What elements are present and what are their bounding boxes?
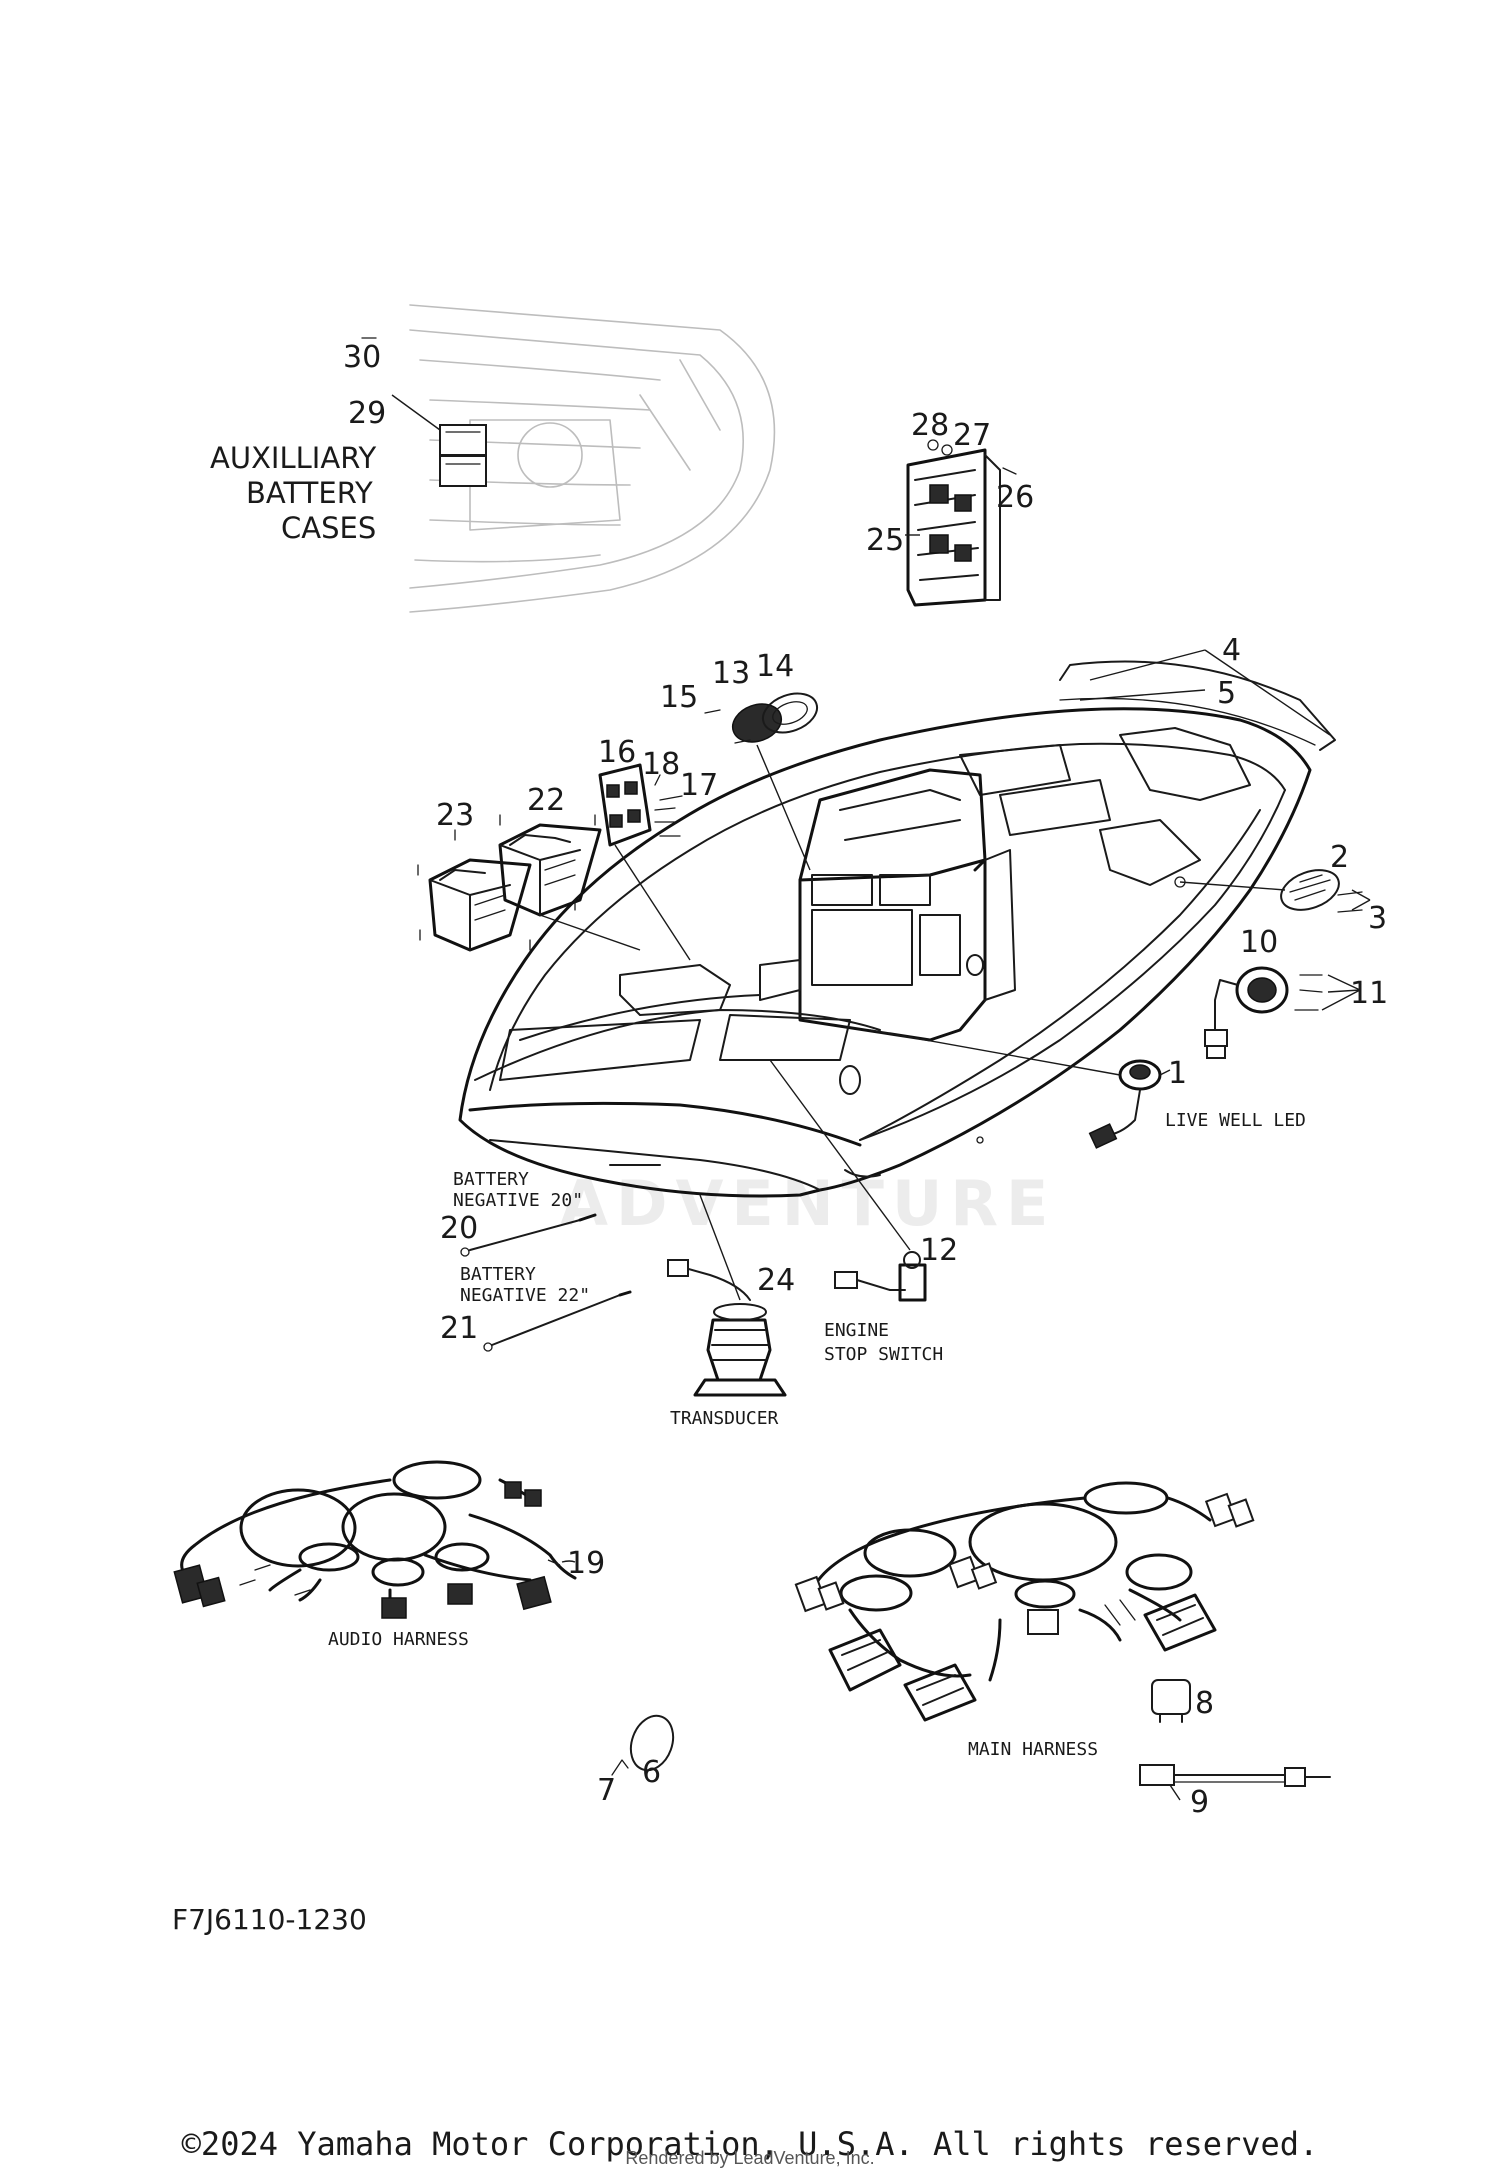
- callout-19: 19: [567, 1546, 605, 1581]
- clip-7: [611, 1759, 629, 1776]
- watermark: ADVENTURE: [560, 1167, 1056, 1240]
- caption-live-well: LIVE WELL LED: [1165, 1110, 1306, 1131]
- callout-6: 6: [642, 1755, 661, 1790]
- engine-stop-switch-12: [834, 1251, 927, 1302]
- tie-6: [629, 1714, 675, 1772]
- battery-22: [498, 823, 602, 917]
- screw-26: [1002, 467, 1017, 475]
- callout-21: 21: [440, 1311, 478, 1346]
- caption-aux-line3: CASES: [281, 511, 376, 545]
- callout-10: 10: [1240, 925, 1278, 960]
- main-harness: [794, 1481, 1255, 1722]
- washer-28: [927, 439, 939, 451]
- callout-9: 9: [1190, 1785, 1209, 1820]
- callout-5: 5: [1217, 676, 1236, 711]
- callout-2: 2: [1330, 840, 1349, 875]
- led-10: [1204, 966, 1289, 1059]
- callout-13: 13: [712, 656, 750, 691]
- caption-batt22-line2: NEGATIVE 22": [460, 1285, 590, 1306]
- screw-15a: [704, 709, 721, 714]
- copyright-notice: ©2024 Yamaha Motor Corporation, U.S.A. A…: [181, 2125, 1319, 2163]
- screw-11b: [1299, 989, 1323, 993]
- callout-15: 15: [660, 680, 698, 715]
- rail-5: [1059, 697, 1316, 746]
- caption-engine-line2: STOP SWITCH: [824, 1344, 943, 1365]
- callout-30: 30: [343, 340, 381, 375]
- callout-7: 7: [597, 1773, 616, 1808]
- callout-23: 23: [436, 798, 474, 833]
- callout-12: 12: [920, 1233, 958, 1268]
- caption-batt20-line1: BATTERY: [453, 1169, 529, 1190]
- callout-29: 29: [348, 396, 386, 431]
- caption-transducer: TRANSDUCER: [670, 1408, 779, 1429]
- caption-main-harness: MAIN HARNESS: [968, 1739, 1098, 1760]
- callout-16: 16: [598, 735, 636, 770]
- caption-batt22-line1: BATTERY: [460, 1264, 536, 1285]
- screw-15b: [734, 739, 751, 744]
- callout-18: 18: [642, 747, 680, 782]
- screw-3a: [1337, 891, 1363, 896]
- callout-4: 4: [1222, 633, 1241, 668]
- diagram-code: F7J6110-1230: [172, 1903, 367, 1936]
- caption-aux-line2: BATTERY: [246, 476, 373, 510]
- callout-25: 25: [866, 523, 904, 558]
- battery-negative-22: [483, 1290, 632, 1352]
- callout-26: 26: [996, 480, 1034, 515]
- callout-17: 17: [680, 768, 718, 803]
- aux-battery-inset: [409, 304, 776, 613]
- render-credit: Rendered by LeadVenture, Inc.: [625, 2148, 875, 2168]
- caption-aux-line1: AUXILLIARY: [210, 441, 376, 475]
- callout-28: 28: [911, 408, 949, 443]
- cable-9: [1139, 1764, 1331, 1787]
- cover-13: [731, 703, 783, 743]
- caption-batt20-line2: NEGATIVE 20": [453, 1190, 583, 1211]
- bracket-16: [598, 763, 652, 847]
- battery-negative-20: [460, 1213, 597, 1257]
- callout-24: 24: [757, 1263, 795, 1298]
- callout-8: 8: [1195, 1686, 1214, 1721]
- transducer-24: [667, 1259, 787, 1397]
- light-2: [1280, 869, 1340, 911]
- screw-18: [654, 774, 661, 786]
- ring-14: [761, 692, 819, 734]
- caption-audio-harness: AUDIO HARNESS: [328, 1629, 469, 1650]
- caption-engine-line1: ENGINE: [824, 1320, 889, 1341]
- nut-27: [941, 444, 953, 456]
- screw-3b: [1337, 909, 1363, 913]
- callout-1: 1: [1168, 1056, 1187, 1091]
- live-well-led-1: [1088, 1059, 1162, 1149]
- bracket-25: [906, 448, 1001, 607]
- callout-3: 3: [1368, 901, 1387, 936]
- callout-14: 14: [756, 649, 794, 684]
- rail-4: [1059, 660, 1336, 751]
- boat-hull: [458, 707, 1312, 1198]
- battery-23: [428, 858, 532, 952]
- aux-battery-case-lower: [439, 455, 487, 487]
- screw-17: [659, 795, 683, 801]
- callout-22: 22: [527, 783, 565, 818]
- aux-battery-case-upper: [439, 424, 487, 456]
- callout-11: 11: [1350, 976, 1388, 1011]
- callout-20: 20: [440, 1211, 478, 1246]
- audio-harness-19: [173, 1460, 577, 1619]
- callout-27: 27: [953, 418, 991, 453]
- relay-8: [1151, 1679, 1191, 1723]
